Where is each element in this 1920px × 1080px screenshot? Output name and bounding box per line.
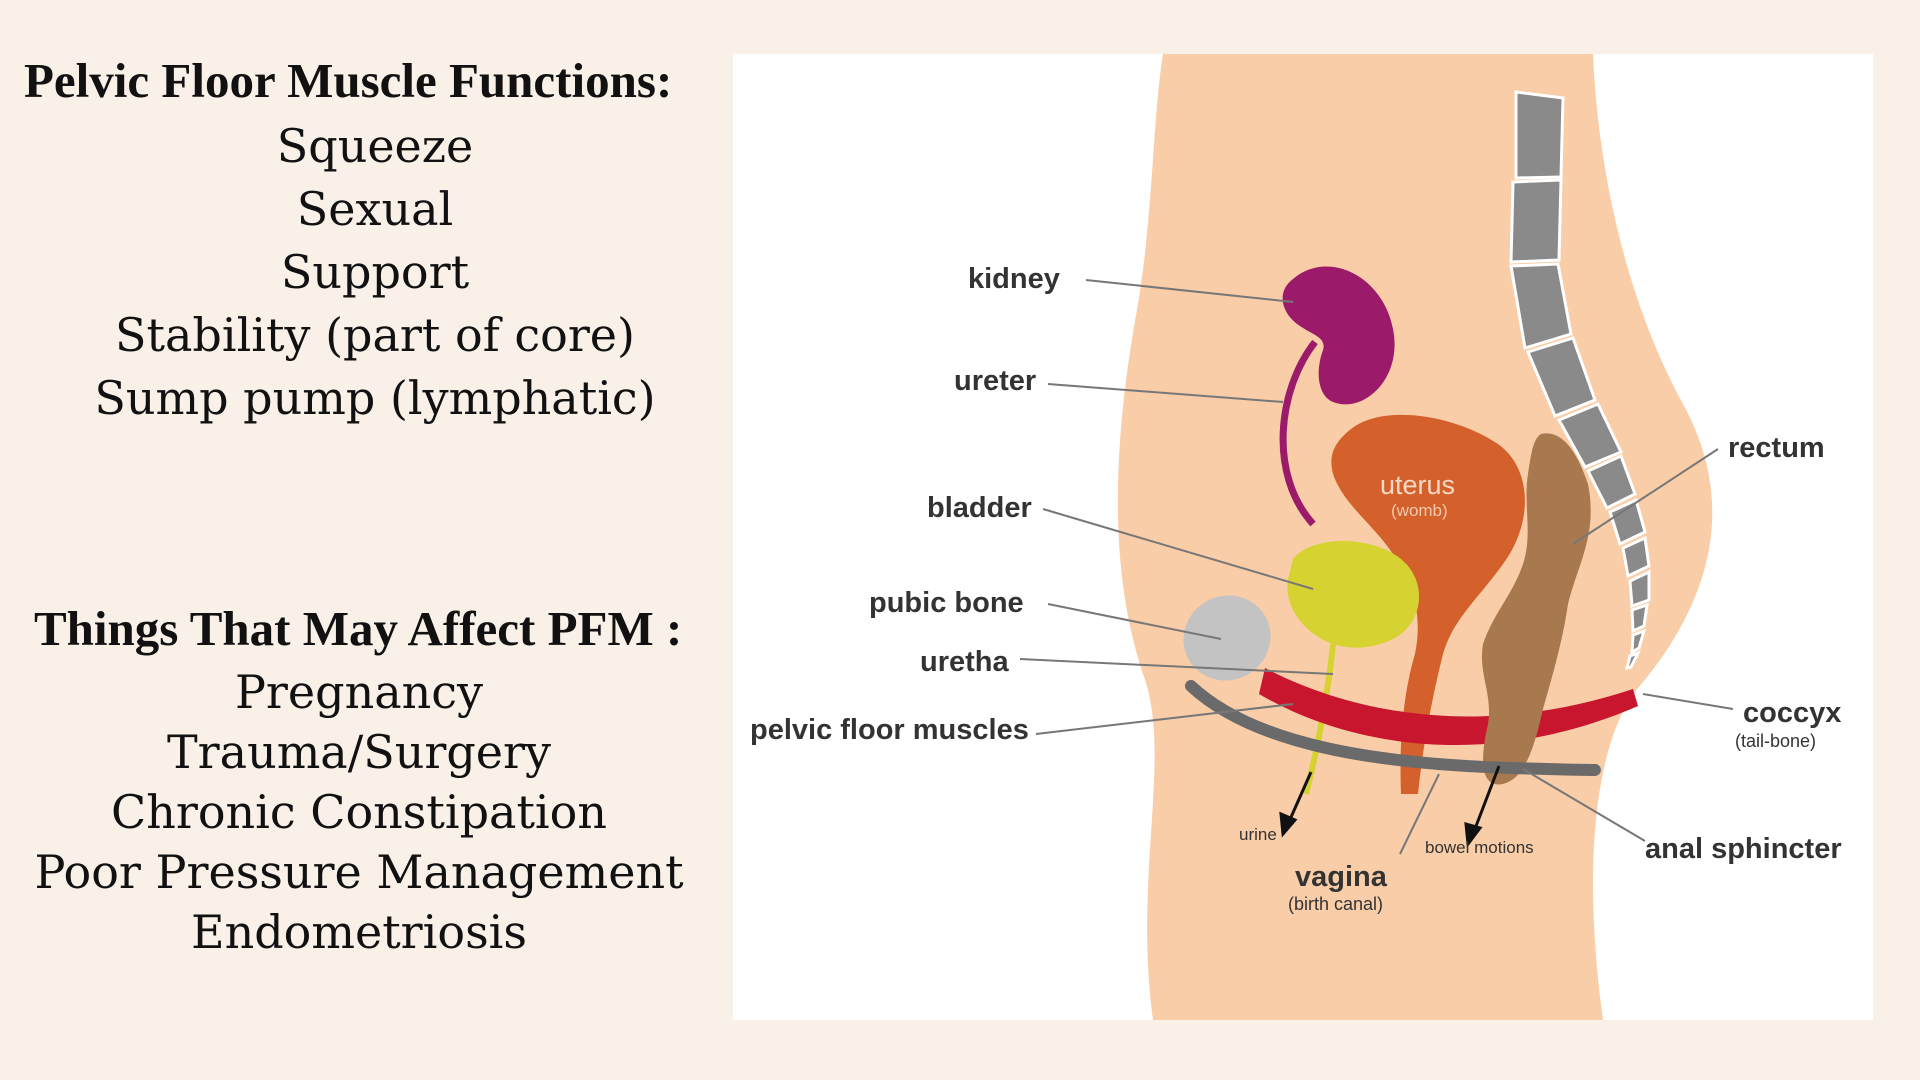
label-vagina: vagina bbox=[1295, 861, 1388, 893]
function-item: Squeeze bbox=[276, 119, 474, 173]
pelvic-floor-muscle bbox=[1259, 668, 1638, 746]
label-urine: urine bbox=[1239, 825, 1277, 844]
leader-lines bbox=[1019, 279, 1734, 855]
affect-item: Chronic Constipation bbox=[111, 785, 607, 839]
affects-heading: Things That May Affect PFM : bbox=[34, 601, 683, 656]
pubic-bone bbox=[1183, 595, 1271, 681]
affect-item: Poor Pressure Management bbox=[34, 845, 684, 899]
affects-list: Pregnancy Trauma/Surgery Chronic Constip… bbox=[0, 662, 718, 962]
label-pubic-bone: pubic bone bbox=[869, 587, 1024, 619]
label-uterus: uterus bbox=[1380, 470, 1455, 500]
rectum bbox=[1481, 433, 1591, 785]
affect-item: Trauma/Surgery bbox=[166, 725, 552, 779]
affect-item: Pregnancy bbox=[234, 665, 484, 719]
label-vagina-sub: (birth canal) bbox=[1288, 894, 1383, 914]
anal-sphincter-band bbox=[1185, 680, 1601, 776]
function-item: Support bbox=[280, 245, 470, 299]
excretion-arrows bbox=[1279, 765, 1501, 848]
spine bbox=[1509, 90, 1651, 671]
label-uretha: uretha bbox=[920, 646, 1010, 678]
bladder bbox=[1287, 540, 1420, 648]
text-column: Pelvic Floor Muscle Functions: Squeeze S… bbox=[0, 0, 735, 1080]
uterus bbox=[1331, 414, 1525, 794]
label-pelvic-floor-muscles: pelvic floor muscles bbox=[750, 714, 1029, 746]
label-coccyx-sub: (tail-bone) bbox=[1735, 731, 1816, 751]
function-item: Sexual bbox=[296, 182, 454, 236]
kidney bbox=[1282, 266, 1395, 405]
label-anal-sphincter: anal sphincter bbox=[1645, 833, 1842, 865]
label-rectum: rectum bbox=[1728, 432, 1825, 464]
affect-item: Endometriosis bbox=[191, 905, 527, 959]
anatomy-svg: kidney ureter bladder pubic bone uretha … bbox=[750, 54, 1842, 1020]
pelvic-anatomy-diagram: kidney ureter bladder pubic bone uretha … bbox=[733, 54, 1873, 1020]
functions-list: Squeeze Sexual Support Stability (part o… bbox=[0, 115, 750, 430]
label-uterus-sub: (womb) bbox=[1391, 501, 1448, 520]
label-bowel-motions: bowel motions bbox=[1425, 838, 1534, 857]
label-kidney: kidney bbox=[968, 263, 1060, 295]
function-item: Stability (part of core) bbox=[115, 308, 635, 362]
function-item: Sump pump (lymphatic) bbox=[94, 371, 656, 425]
label-bladder: bladder bbox=[927, 492, 1032, 524]
label-ureter: ureter bbox=[954, 365, 1036, 397]
ureter bbox=[1279, 339, 1318, 527]
functions-heading: Pelvic Floor Muscle Functions: bbox=[24, 53, 673, 108]
label-coccyx: coccyx bbox=[1743, 697, 1841, 729]
